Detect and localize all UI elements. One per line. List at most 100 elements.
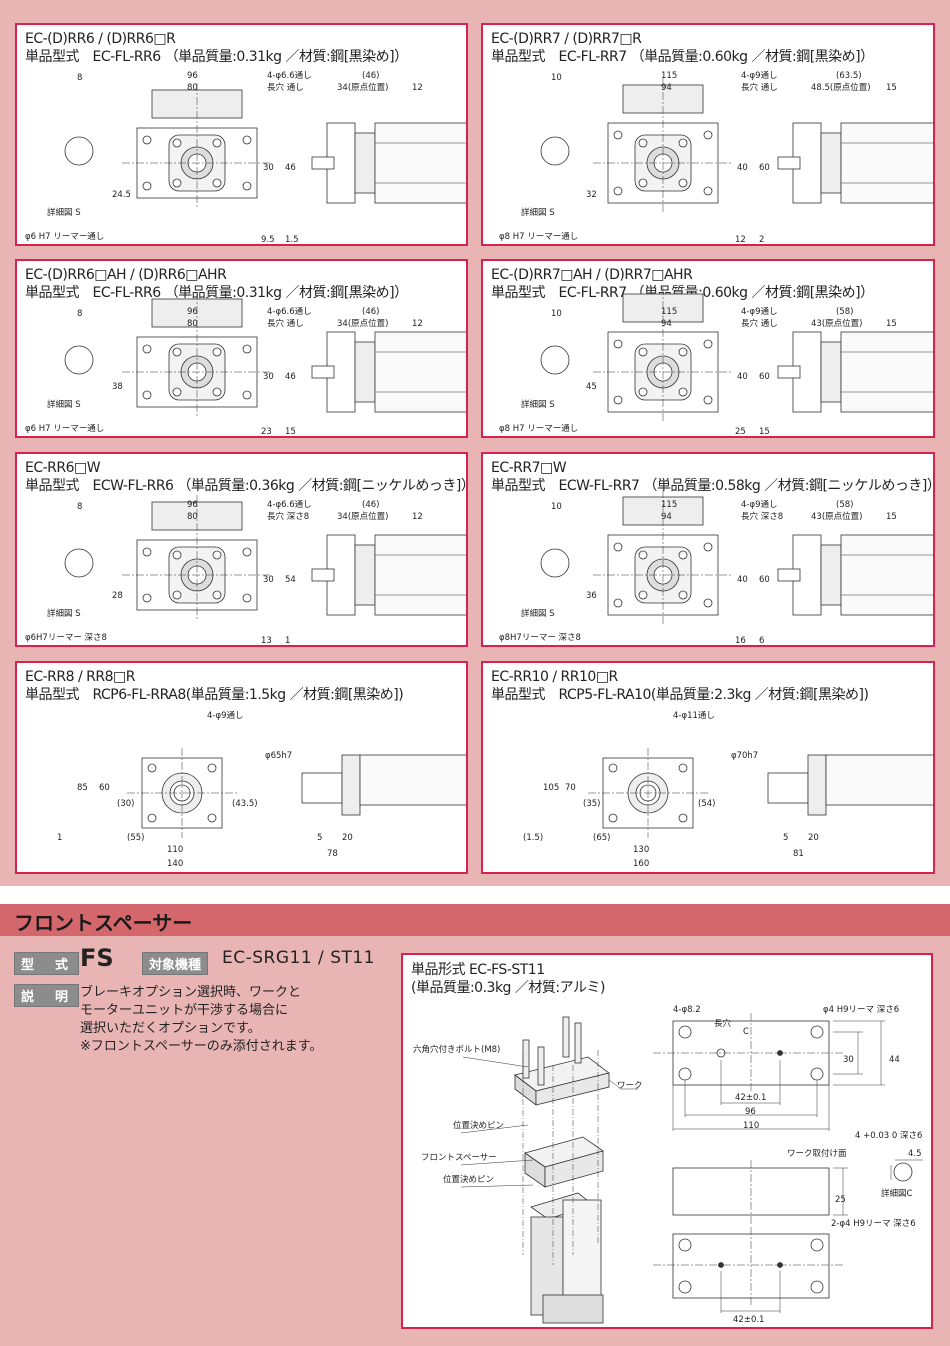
dimension-label: (65) (593, 833, 611, 843)
dimension-label: (55) (127, 833, 145, 843)
panel-spec: 単品型式 ECW-FL-RR7 （単品質量:0.58kg ／材質:鋼[ニッケルめ… (491, 478, 935, 494)
dimension-label: 60 (99, 783, 110, 793)
dim-label: 長穴 (714, 1019, 732, 1029)
dimension-label: 4-φ6.6通し (267, 307, 312, 317)
dimension-label: 10 (551, 502, 562, 512)
dimension-label: 115 (661, 71, 678, 81)
fs-drawing-panel: 単品形式 EC-FS-ST11 (単品質量:0.3kg ／材質:アルミ) 六角穴… (401, 953, 933, 1329)
dimension-label: φ8 H7 リーマー通し (499, 232, 579, 242)
dimension-label: 80 (187, 319, 198, 329)
dimension-label: (30) (117, 799, 135, 809)
dimension-label: (46) (362, 307, 380, 317)
dim-label: 4 +0.03 0 深さ6 (855, 1131, 923, 1141)
top-view (653, 1013, 885, 1131)
dimension-label: (1.5) (523, 833, 544, 843)
dimension-label: 詳細図 S (521, 208, 555, 218)
dimension-label: 15 (886, 83, 897, 93)
panel-spec: 単品型式 RCP6-FL-RRA8(単品質量:1.5kg ／材質:鋼[黒染め]) (25, 687, 404, 703)
front-view (593, 287, 733, 422)
model-value: FS (80, 944, 114, 972)
dimension-label: 15 (886, 512, 897, 522)
dim-label: 4-φ8.2 (673, 1005, 701, 1015)
dim-label: 96 (745, 1107, 756, 1117)
dimension-label: 43(原点位置) (811, 512, 863, 522)
dimension-label: 30 (263, 575, 274, 585)
dimension-label: 詳細図 S (47, 400, 81, 410)
dimension-label: 詳細図 S (47, 208, 81, 218)
flange-drawing (588, 748, 933, 838)
dimension-label: φ65h7 (265, 751, 293, 761)
dimension-label: 60 (759, 372, 770, 382)
side-view (672, 1160, 848, 1225)
fs-drawing (460, 1013, 923, 1324)
dimension-label: 6 (759, 636, 765, 646)
dimension-label: 8 (77, 73, 83, 83)
side-view (777, 122, 933, 204)
dim-label: 4.5 (908, 1149, 922, 1159)
dimension-label: 16 (735, 636, 746, 646)
dimension-label: 34(原点位置) (337, 83, 389, 93)
dim-label: 44 (889, 1055, 900, 1065)
dimension-label: 36 (586, 591, 597, 601)
dimension-label: 30 (263, 372, 274, 382)
flange-drawing (540, 287, 933, 422)
flange-drawing (64, 83, 466, 208)
detail-s (64, 136, 94, 166)
dimension-label: 38 (112, 382, 123, 392)
dimension-label: 48.5(原点位置) (811, 83, 871, 93)
desc-line: 選択いただくオプションです。 (80, 1021, 261, 1036)
dimension-label: 4-φ9通し (741, 307, 778, 317)
front-view (127, 748, 237, 838)
dimension-label: 80 (187, 83, 198, 93)
desc-line: ※フロントスペーサーのみ添付されます。 (80, 1039, 323, 1054)
side-view (767, 754, 933, 816)
panel-title: EC-(D)RR6□AH / (D)RR6□AHR (25, 267, 227, 283)
dimension-label: 2 (759, 235, 765, 245)
dimension-label: (63.5) (836, 71, 862, 81)
dim-label: 2-φ4 H9リーマ 深さ6 (831, 1219, 916, 1229)
dimension-label: 8 (77, 502, 83, 512)
dimension-label: 85 (77, 783, 88, 793)
dim-label: 25 (835, 1195, 846, 1205)
dimension-label: 32 (586, 190, 597, 200)
dimension-label: 96 (187, 500, 198, 510)
side-view (301, 754, 466, 816)
dimension-label: 10 (551, 73, 562, 83)
dim-label: φ4 H9リーマ 深さ6 (823, 1005, 900, 1015)
panel-spec: 単品型式 ECW-FL-RR6 （単品質量:0.36kg ／材質:鋼[ニッケルめ… (25, 478, 468, 494)
dimension-label: 1 (285, 636, 291, 646)
section-header: フロントスペーサー (0, 904, 950, 936)
dimension-label: 80 (187, 512, 198, 522)
bottom-view (653, 1227, 843, 1313)
dimension-label: 4-φ9通し (741, 500, 778, 510)
front-view (122, 292, 272, 417)
detail-s (540, 345, 570, 375)
dimension-label: 96 (187, 307, 198, 317)
model-tag: 型 式 (14, 952, 80, 975)
dimension-label: 1 (57, 833, 63, 843)
dimension-label: 4-φ9通し (207, 711, 244, 721)
description: ブレーキオプション選択時、ワークと モーターユニットが干渉する場合に 選択いただ… (80, 984, 322, 1056)
dimension-label: 長穴 通し (741, 319, 778, 329)
dimension-label: 60 (759, 575, 770, 585)
dimension-label: 46 (285, 163, 296, 173)
dimension-label: 94 (661, 512, 672, 522)
dimension-label: 115 (661, 307, 678, 317)
dimension-label: 40 (737, 372, 748, 382)
side-view (311, 534, 466, 616)
panel-spec: 単品型式 RCP5-FL-RA10(単品質量:2.3kg ／材質:鋼[黒染め]) (491, 687, 869, 703)
dimension-label: 78 (327, 849, 338, 859)
dimension-label: 15 (759, 427, 770, 437)
detail-c (890, 1159, 923, 1182)
front-view (122, 495, 272, 620)
dimension-label: 54 (285, 575, 296, 585)
dimension-label: 23 (261, 427, 272, 437)
dimension-label: 60 (759, 163, 770, 173)
desc-line: モーターユニットが干渉する場合に (80, 1003, 289, 1018)
dimension-label: 15 (886, 319, 897, 329)
panel-title: EC-RR6□W (25, 460, 101, 476)
